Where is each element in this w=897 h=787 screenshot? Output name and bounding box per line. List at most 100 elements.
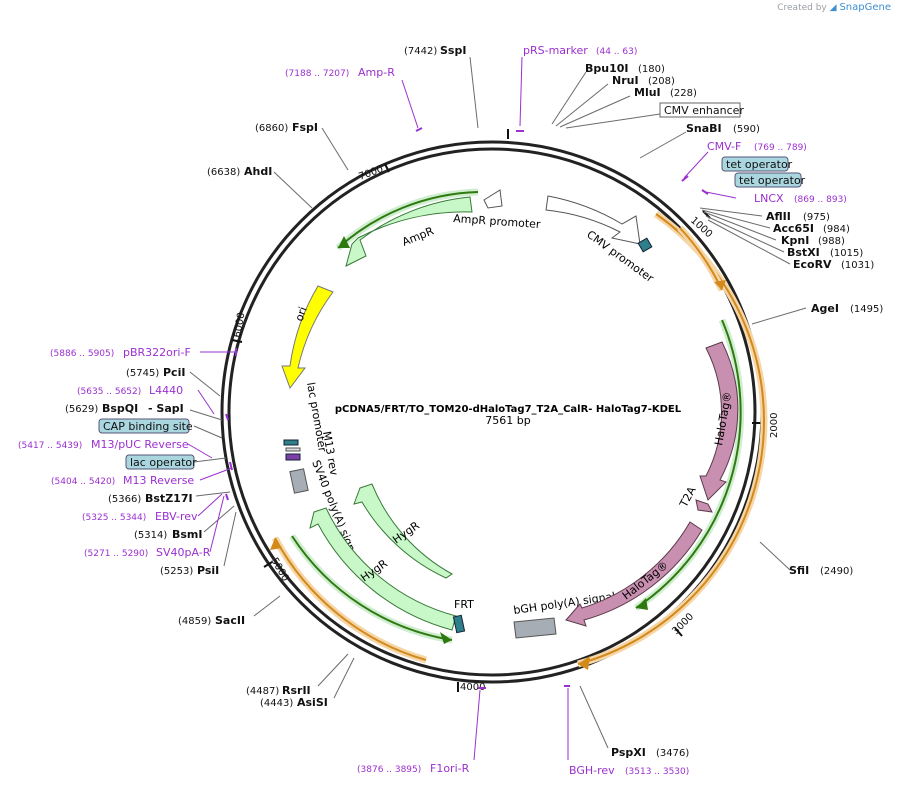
enzyme-snabi: SnaBI <box>686 122 722 135</box>
primer-ebv-rev: EBV-rev <box>155 510 198 523</box>
primer-range-pbr322ori-f: (5886 .. 5905) <box>50 349 114 359</box>
enzyme-pos-bsmi: (5314) <box>134 530 167 541</box>
enzyme-pos-rsrii: (4487) <box>246 686 279 697</box>
primer-pbr322ori-f: pBR322ori-F <box>123 346 191 359</box>
halotag-arrow-1 <box>699 341 739 501</box>
enzyme-agei: AgeI <box>811 302 839 315</box>
enzyme-pos-kpni: (988) <box>818 236 845 247</box>
enzyme-ahdi: AhdI <box>244 165 272 178</box>
ampr-promoter-label: AmpR promoter <box>453 212 542 231</box>
tick-2000: 2000 <box>769 413 780 438</box>
primer-range-bgh-rev: (3513 .. 3530) <box>625 767 689 777</box>
enzyme-pcii: PciI <box>163 366 185 379</box>
enzyme-pos-aflii: (975) <box>803 212 830 223</box>
enzyme-pos-psii: (5253) <box>160 566 193 577</box>
primer-cmv-f: CMV-F <box>707 140 741 153</box>
enzyme-pos-sfii: (2490) <box>820 566 853 577</box>
enzyme-sspi: SspI <box>440 44 466 57</box>
primer-range-l4440: (5635 .. 5652) <box>77 387 141 397</box>
enzyme-pos-pspxi: (3476) <box>656 748 689 759</box>
enzyme-drui: NruI <box>612 74 639 87</box>
snapgene-credit: Created by ◢ SnapGene <box>777 2 891 13</box>
halotag-label-2: HaloTag® <box>620 559 671 603</box>
enzyme-pos-nrui: (208) <box>648 76 675 87</box>
credit-prefix: Created by <box>777 3 827 13</box>
primer-range-lncx: (869 .. 893) <box>794 195 847 205</box>
bgh-polya-box <box>513 617 557 639</box>
enzyme-kpni: KpnI <box>781 234 809 247</box>
cap-site-mark <box>285 453 301 461</box>
tet-operator-mark <box>637 237 653 253</box>
lac-operator-mark <box>283 439 299 446</box>
frt-mark <box>452 614 466 634</box>
enzyme-sfii: SfiI <box>789 564 809 577</box>
enzyme-leaders <box>189 56 807 749</box>
halotag-arrow-2 <box>565 521 703 627</box>
enzyme-pspxi: PspXI <box>611 746 646 759</box>
cap-binding-site-label: CAP binding site <box>103 420 193 433</box>
enzyme-pos-bstxi: (1015) <box>830 248 863 259</box>
primer-m13-puc-reverse: M13/pUC Reverse <box>91 438 189 451</box>
enzyme-fspi: FspI <box>292 121 318 134</box>
primer-range-ebv-rev: (5325 .. 5344) <box>82 513 146 523</box>
enzyme-pos-sacii: (4859) <box>178 616 211 627</box>
hygr-arrow-2 <box>309 507 457 631</box>
enzyme-bsmi: BsmI <box>172 528 203 541</box>
enzyme-pos-mlui: (228) <box>670 88 697 99</box>
backbone-inner <box>227 147 757 677</box>
enzyme-pos-acc65i: (984) <box>823 224 850 235</box>
enzyme-pos-asisi: (4443) <box>260 698 293 709</box>
enzyme-pos-bspqi: (5629) <box>65 404 98 415</box>
enzyme-pos-bpu10i: (180) <box>638 64 665 75</box>
ampr-label: AmpR <box>400 224 436 248</box>
frt-label: FRT <box>454 598 474 611</box>
box-leaders <box>193 425 227 463</box>
cmv-enhancer-label: CMV enhancer <box>664 104 744 117</box>
primer-prs-marker: pRS-marker <box>523 44 588 57</box>
snapgene-logo-icon: ◢ <box>829 3 837 13</box>
enzyme-sapi: - SapI <box>148 402 184 415</box>
primer-range-f1ori-r: (3876 .. 3895) <box>357 765 421 775</box>
tick-6000: 6000 <box>232 312 247 339</box>
enzyme-pos-pcii: (5745) <box>126 368 159 379</box>
primer-amp-r: Amp-R <box>358 66 395 79</box>
cmv-promoter-arrow <box>545 195 641 245</box>
primer-range-amp-r: (7188 .. 7207) <box>285 69 349 79</box>
enzyme-pos-ahdi: (6638) <box>207 167 240 178</box>
enzyme-acc65i: Acc65I <box>773 222 814 235</box>
ampr-promoter-arrow <box>483 189 503 209</box>
sv40-polya-box <box>289 468 309 494</box>
primer-range-prs-marker: (44 .. 63) <box>596 47 637 57</box>
primer-leaders <box>187 56 737 761</box>
primer-f1ori-r: F1ori-R <box>430 762 470 775</box>
tet-operator-label-2: tet operator <box>739 174 806 187</box>
enzyme-pos-bstz17i: (5366) <box>108 494 141 505</box>
primer-bgh-rev: BGH-rev <box>569 764 615 777</box>
enzyme-sacii: SacII <box>215 614 245 627</box>
enzyme-pos-snabi: (590) <box>733 124 760 135</box>
primer-marks <box>225 127 709 689</box>
t2a-arrow <box>695 499 713 513</box>
enzyme-bstxi: BstXI <box>787 246 820 259</box>
tick-4000: 4000 <box>460 682 485 693</box>
ori-label: ori <box>293 305 310 323</box>
credit-brand: SnapGene <box>839 2 891 13</box>
primer-sv40pa-r: SV40pA-R <box>156 546 211 559</box>
plasmid-name: pCDNA5/FRT/TO_TOM20-dHaloTag7_T2A_CalR- … <box>335 404 682 415</box>
primer-range-sv40pa-r: (5271 .. 5290) <box>84 549 148 559</box>
enzyme-bspqi: BspQI <box>102 402 138 415</box>
primer-range-cmv-f: (769 .. 789) <box>754 143 807 153</box>
enzyme-labels: (7442) SspI Bpu10I (180) NruI (208) MluI… <box>65 44 883 759</box>
primer-range-m13-reverse: (5404 .. 5420) <box>51 477 115 487</box>
primer-range-m13-puc-reverse: (5417 .. 5439) <box>18 441 82 451</box>
enzyme-aflii: AflII <box>766 210 791 223</box>
enzyme-bstz17i: BstZ17I <box>145 492 193 505</box>
enzyme-mlui: MluI <box>634 86 661 99</box>
t2a-label: T2A <box>677 484 699 510</box>
primer-labels: pRS-marker (44 .. 63) (7188 .. 7207) Amp… <box>18 44 847 777</box>
primer-lncx: LNCX <box>754 192 784 205</box>
enzyme-ecorv: EcoRV <box>793 258 832 271</box>
enzyme-asisi: AsiSI <box>297 696 328 709</box>
primer-m13-reverse: M13 Reverse <box>123 474 194 487</box>
enzyme-pos-fspi: (6860) <box>255 123 288 134</box>
